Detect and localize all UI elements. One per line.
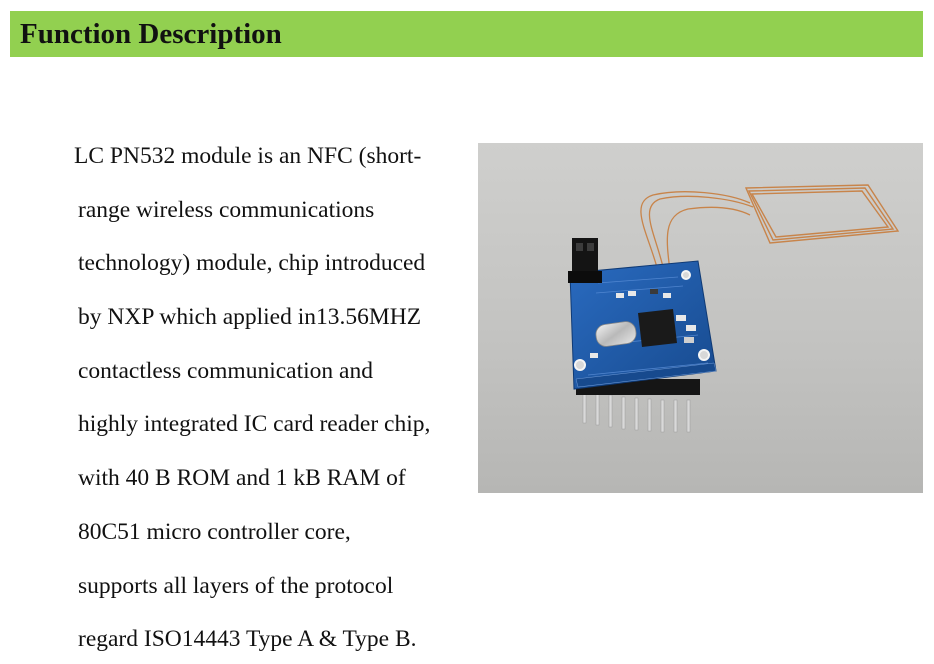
smd-components [590, 289, 696, 358]
description-line: LC PN532 module is an NFC (short- [74, 143, 422, 169]
antenna-coil [744, 184, 900, 244]
description-line: technology) module, chip introduced [78, 250, 426, 277]
nfc-module-illustration [478, 143, 923, 493]
description-line: contactless communication and [78, 357, 373, 384]
description-line: regard ISO14443 Type A & Type B. [78, 626, 417, 653]
description-line: highly integrated IC card reader chip, [78, 411, 431, 438]
pn532-chip [638, 309, 677, 347]
description-line: by NXP which applied in13.56MHZ [78, 304, 422, 331]
mounting-holes [574, 270, 710, 371]
description-line: range wireless communications [78, 196, 375, 223]
jumper-header [568, 238, 602, 283]
description-text: LC PN532 module is an NFC (short- range … [74, 130, 484, 664]
crystal-oscillator [595, 321, 637, 347]
description-line: with 40 B ROM and 1 kB RAM of [78, 465, 406, 492]
nfc-module-photo [478, 143, 923, 493]
section-title: Function Description [20, 18, 282, 50]
pin-label-strip [575, 362, 717, 388]
antenna-leads [640, 191, 754, 272]
description-line: 80C51 micro controller core, [78, 518, 351, 545]
section-header-bar: Function Description [10, 11, 923, 57]
description-line: supports all layers of the protocol [78, 572, 394, 599]
